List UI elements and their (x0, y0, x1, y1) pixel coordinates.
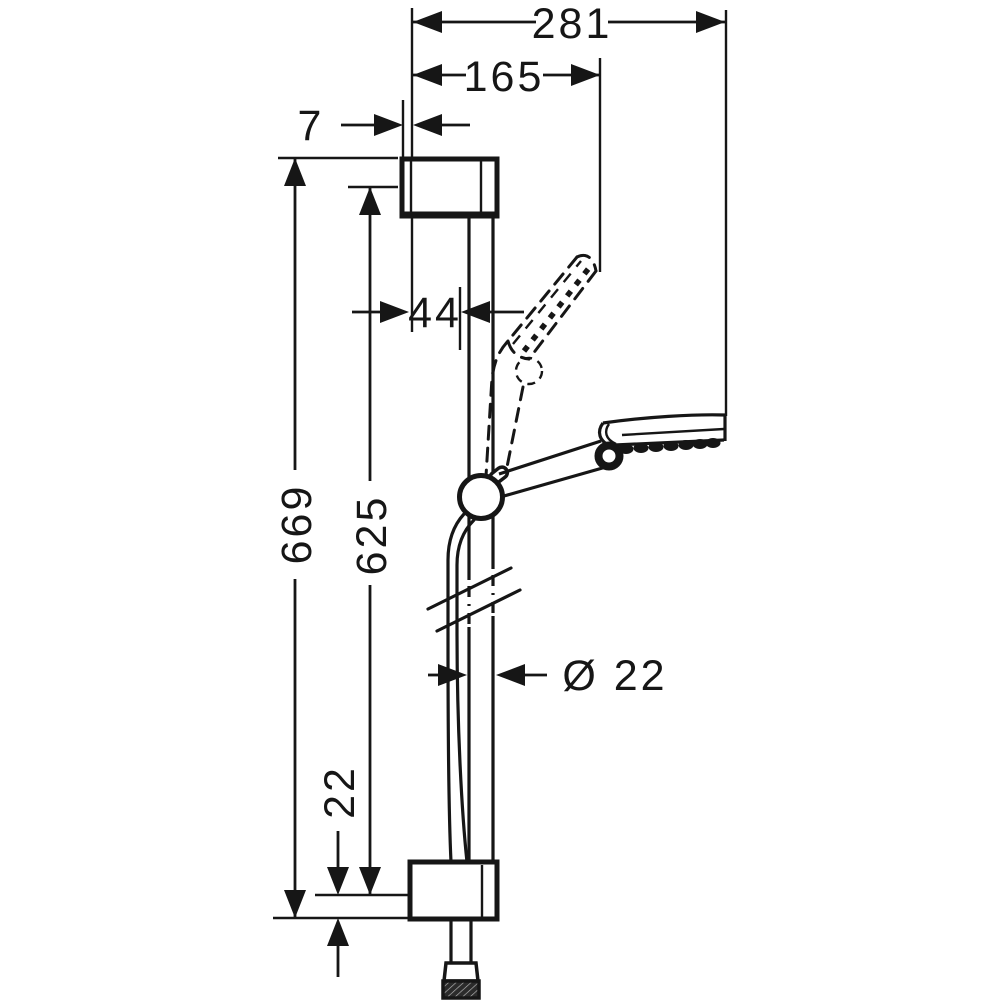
dashed-head-inner-line (512, 260, 582, 345)
dashed-head-right-edge (527, 269, 598, 361)
dimension-669: 669 (273, 158, 321, 918)
arrowhead (284, 890, 306, 918)
arrowhead (438, 664, 467, 686)
holder-ring (457, 473, 505, 521)
handle-bottom-edge (503, 463, 614, 498)
arrowhead (380, 301, 409, 323)
arrowhead (696, 11, 725, 33)
dim-label-diameter-22: Ø 22 (562, 652, 667, 700)
hose-knurled-cap (441, 979, 481, 1000)
head-band-line (621, 427, 725, 437)
arrowhead (359, 187, 381, 215)
dimension-22-bottom: 22 (316, 765, 364, 977)
head-left-cap-inner (604, 423, 617, 446)
nozzle-row (618, 438, 721, 454)
rail-break-marks (426, 566, 522, 633)
dim-label-7: 7 (298, 102, 325, 150)
arrowhead (374, 114, 403, 136)
dimension-281: 281 (413, 0, 725, 48)
dashed-head-top-cap (575, 253, 598, 273)
arrowhead (413, 64, 442, 86)
dimension-diameter-22: Ø 22 (428, 652, 667, 700)
arrowhead (571, 64, 600, 86)
dim-label-22: 22 (316, 765, 364, 819)
dim-label-281: 281 (532, 0, 613, 48)
hand-shower-dashed-position (484, 253, 598, 479)
dashed-handle-right-edge (503, 385, 525, 479)
dashed-pivot (514, 356, 544, 386)
hose-right-edge (455, 518, 476, 864)
dimension-625: 625 (348, 187, 396, 895)
dimension-165: 165 (413, 53, 600, 101)
hose-fitting (441, 961, 481, 1000)
arrowhead (327, 918, 349, 946)
arrowhead (327, 867, 349, 895)
head-left-cap (597, 422, 617, 449)
dim-label-669: 669 (273, 484, 321, 565)
arrowhead (413, 114, 442, 136)
hose-nut (442, 961, 480, 983)
hand-shower-solid (498, 413, 727, 498)
top-wall-bracket (399, 156, 500, 219)
dim-label-44: 44 (408, 289, 462, 337)
head-top-edge (602, 413, 726, 425)
arrowhead (496, 664, 525, 686)
arrowhead (359, 867, 381, 895)
dashed-nozzle-band (521, 266, 592, 353)
dashed-head-left-edge (484, 255, 579, 478)
handle-pivot-knuckle (594, 441, 624, 471)
dim-label-165: 165 (464, 53, 545, 101)
arrowhead (284, 158, 306, 186)
shower-head (597, 413, 727, 454)
arrowhead (413, 11, 442, 33)
bottom-wall-bracket (407, 859, 500, 922)
dimension-7: 7 (298, 102, 470, 150)
arrowhead (461, 301, 490, 323)
handle-top-edge (498, 439, 602, 476)
dim-label-625: 625 (348, 495, 396, 576)
dimension-44: 44 (352, 289, 524, 337)
slider-holder (457, 465, 510, 521)
